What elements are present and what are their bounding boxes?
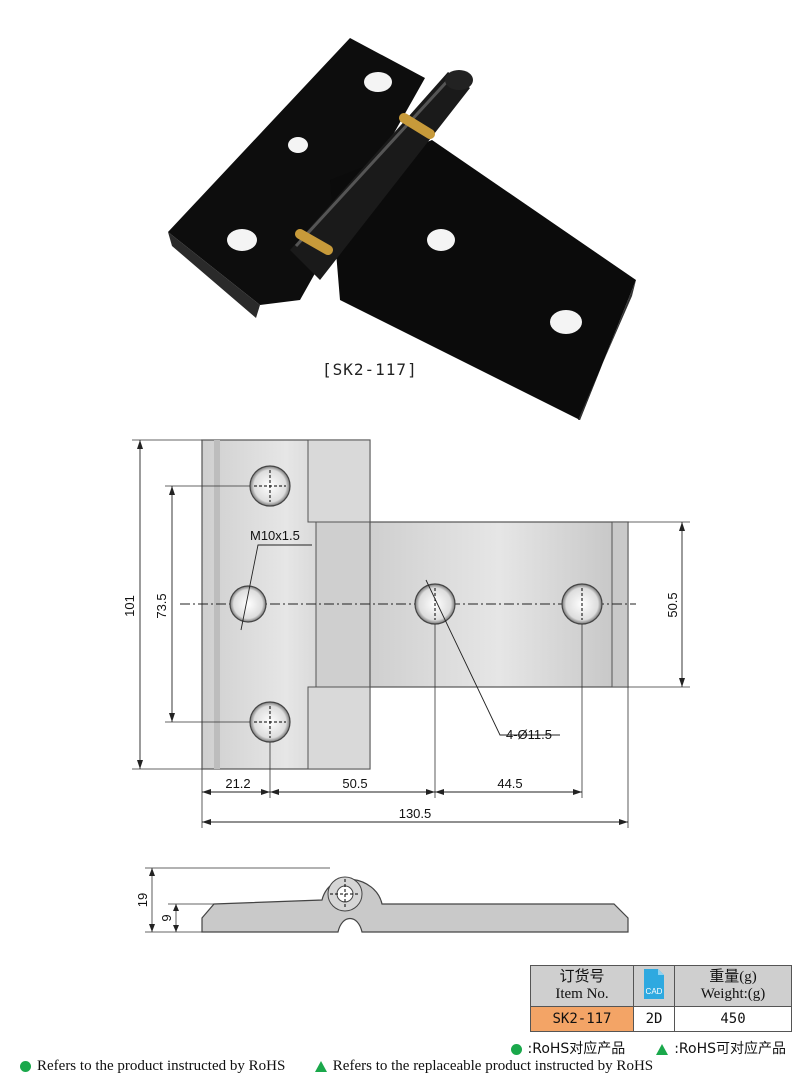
product-photo [168, 38, 636, 420]
product-code-caption: [SK2-117] [322, 360, 418, 379]
dim-50-5: 50.5 [342, 776, 367, 791]
spec-table: 订货号 Item No. CAD 重量(g) Weight:(g) SK2-11… [530, 965, 792, 1032]
rohs-dot-icon [510, 1043, 522, 1055]
item-header-cn: 订货号 [559, 969, 605, 985]
side-height-dim: 19 [135, 893, 150, 907]
right-leaf-height-dim: 50.5 [665, 592, 680, 617]
dim-44-5: 44.5 [497, 776, 522, 791]
side-thickness-dim: 9 [159, 914, 174, 921]
item-header-en: Item No. [555, 986, 609, 1002]
weight-value: 450 [674, 1006, 792, 1032]
rohs-replaceable-cn-text: :RoHS可对应产品 [674, 1041, 786, 1057]
cad-value: 2D [633, 1006, 675, 1032]
height-total-dim: 101 [122, 595, 137, 617]
thread-label: M10x1.5 [250, 528, 300, 543]
technical-drawing: M10x1.5 4-Ø11.5 101 73.5 50.5 21.2 50.5 … [122, 439, 690, 933]
overall-width-dim: 130.5 [399, 806, 432, 821]
rohs-legend-cn: :RoHS对应产品 :RoHS可对应产品 [510, 1038, 786, 1058]
rohs-triangle-icon [314, 1061, 327, 1073]
rohs-replaceable-en-text: Refers to the replaceable product instru… [332, 1058, 654, 1074]
weight-header: 重量(g) Weight:(g) [674, 965, 792, 1007]
rohs-dot-icon [20, 1061, 31, 1073]
rohs-en-text: Refers to the product instructed by RoHS [37, 1058, 286, 1074]
weight-header-cn: 重量(g) [709, 969, 757, 985]
cad-label: CAD [646, 987, 663, 996]
rohs-legend-en: Refers to the product instructed by RoHS… [20, 1058, 653, 1075]
weight-header-en: Weight:(g) [700, 986, 766, 1002]
rohs-cn-text: :RoHS对应产品 [527, 1041, 626, 1057]
cad-header: CAD [633, 965, 675, 1007]
dim-21-2: 21.2 [225, 776, 250, 791]
item-no-header: 订货号 Item No. [530, 965, 634, 1007]
cad-file-icon: CAD [644, 968, 664, 999]
rohs-triangle-icon [656, 1043, 669, 1055]
item-no-value: SK2-117 [530, 1006, 634, 1032]
hole-pitch-vertical-dim: 73.5 [154, 593, 169, 618]
hole-spec-label: 4-Ø11.5 [506, 727, 552, 742]
